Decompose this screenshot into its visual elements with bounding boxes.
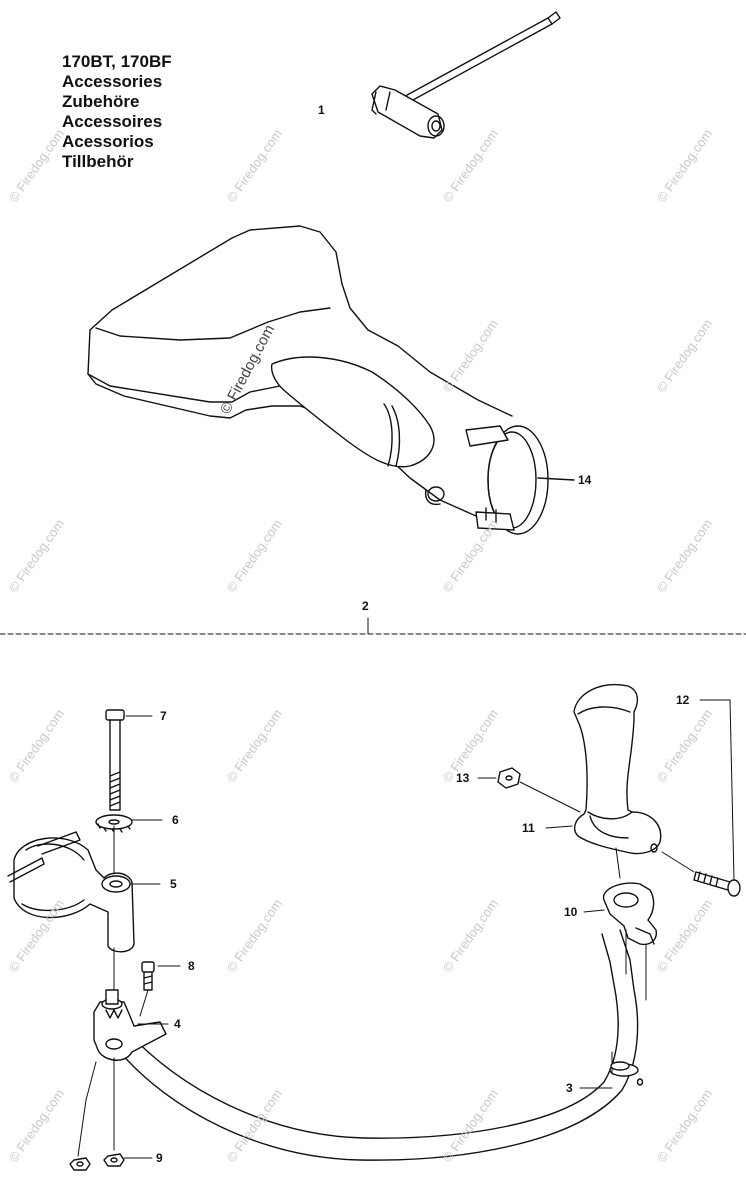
t-wrench-part: [371, 11, 561, 139]
loop-handle-tube-part-3: [119, 929, 644, 1161]
clamp-part-5: [7, 825, 161, 991]
callout-11[interactable]: 11: [522, 821, 535, 835]
nut-part-13: [477, 767, 581, 813]
nut-part-9: [69, 1153, 153, 1171]
bracket-part-4: [77, 989, 169, 1157]
callout-3[interactable]: 3: [566, 1081, 573, 1095]
callout-12[interactable]: 12: [676, 693, 690, 707]
title-de: Zubehöre: [62, 92, 140, 111]
harness-guide-part: [87, 225, 575, 535]
callout-10[interactable]: 10: [564, 905, 578, 919]
callout-13[interactable]: 13: [456, 771, 470, 785]
bolt-part-7: [105, 709, 153, 811]
callout-5[interactable]: 5: [170, 877, 177, 891]
screw-part-8: [139, 961, 181, 1017]
callout-1[interactable]: 1: [318, 103, 325, 117]
callout-9[interactable]: 9: [156, 1151, 163, 1165]
callout-8[interactable]: 8: [188, 959, 195, 973]
title-pt: Acessorios: [62, 132, 154, 151]
title-en: Accessories: [62, 72, 163, 91]
title-sv: Tillbehör: [62, 152, 134, 171]
diagram-title-block: 170BT, 170BF Accessories Zubehöre Access…: [62, 52, 172, 172]
callout-2[interactable]: 2: [362, 599, 369, 613]
screw-part-12: [661, 699, 741, 897]
washer-part-6: [95, 814, 163, 833]
grip-handle-part-11: [545, 684, 662, 879]
callout-4[interactable]: 4: [174, 1017, 181, 1031]
title-fr: Accessoires: [62, 112, 163, 131]
callout-14[interactable]: 14: [578, 473, 592, 487]
callout-6[interactable]: 6: [172, 813, 179, 827]
section-separator: [0, 617, 746, 635]
lower-clamp-part-10: [583, 882, 657, 1001]
callout-7[interactable]: 7: [160, 709, 167, 723]
title-model: 170BT, 170BF: [62, 52, 172, 71]
